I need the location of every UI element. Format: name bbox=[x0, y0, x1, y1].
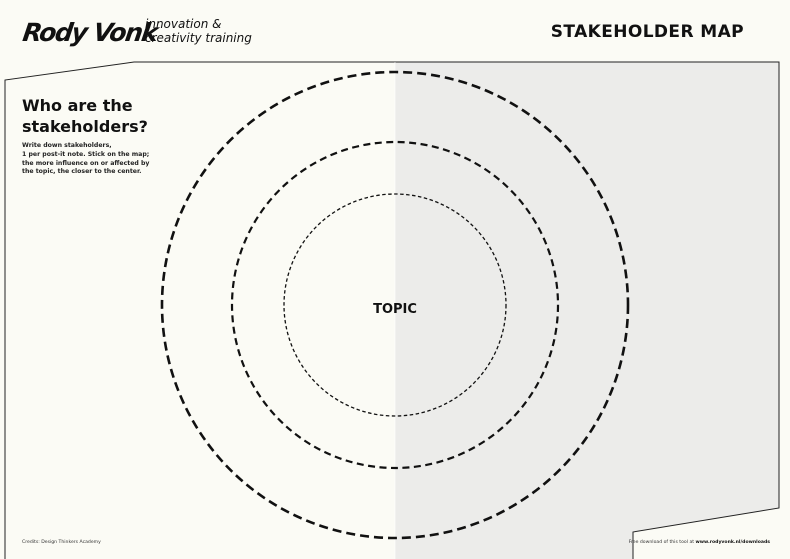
shaded-half-panel bbox=[395, 62, 779, 559]
brand-logo: Rody Vonk bbox=[20, 18, 159, 47]
brand-tagline: innovation & creativity training bbox=[145, 17, 265, 45]
page-title: STAKEHOLDER MAP bbox=[550, 22, 744, 42]
instruction-line: Write down stakeholders, bbox=[22, 142, 112, 149]
sheet-outline bbox=[4, 61, 780, 559]
header: Rody Vonk innovation & creativity traini… bbox=[0, 0, 790, 75]
instructions-text: Write down stakeholders, 1 per post-it n… bbox=[22, 142, 182, 177]
credits-text: Credits: Design Thinkers Academy bbox=[22, 540, 101, 545]
topic-label: TOPIC bbox=[373, 302, 417, 317]
instruction-line: the more influence on or affected by bbox=[22, 159, 150, 167]
tagline-line: creativity training bbox=[145, 31, 252, 45]
middle-ring bbox=[230, 140, 560, 470]
inner-ring bbox=[283, 193, 507, 417]
tagline-line: innovation & bbox=[145, 17, 222, 31]
instruction-line: the topic, the closer to the center. bbox=[22, 168, 142, 176]
outer-ring bbox=[160, 70, 630, 540]
instruction-line: 1 per post-it note. Stick on the map; bbox=[22, 150, 150, 158]
download-prefix: Free download of this tool at bbox=[628, 540, 696, 545]
download-link[interactable]: www.rodyvonk.nl/downloads bbox=[695, 540, 770, 545]
question-line: Who are the bbox=[22, 96, 133, 115]
question-heading: Who are the stakeholders? bbox=[22, 95, 172, 137]
question-line: stakeholders? bbox=[22, 117, 148, 136]
download-note: Free download of this tool at www.rodyvo… bbox=[629, 540, 770, 545]
